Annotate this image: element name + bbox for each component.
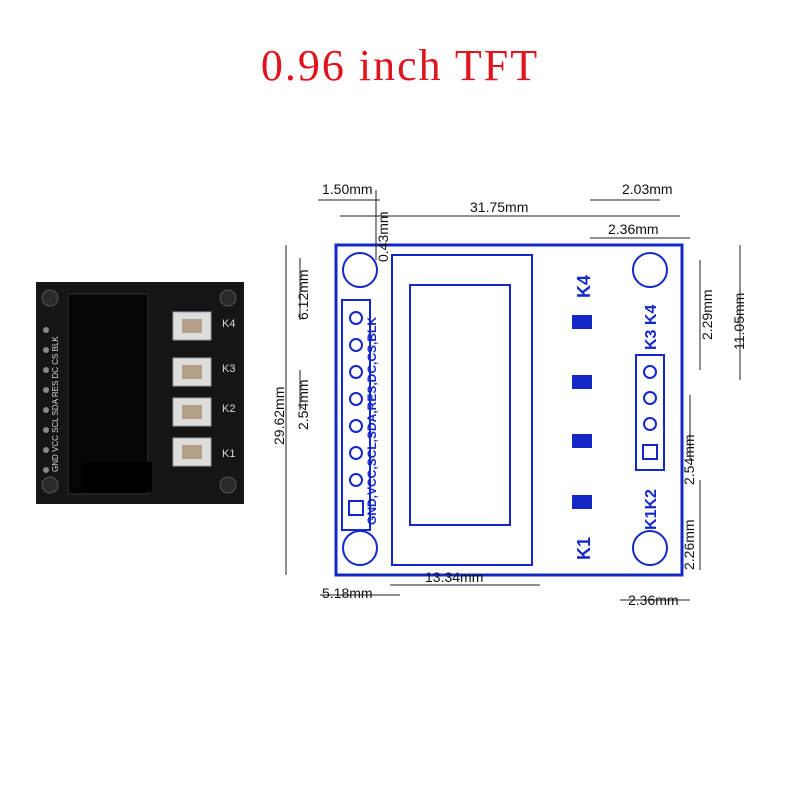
pcb-label-k1k2: K1K2 bbox=[643, 489, 660, 530]
dim-total-height: 29.62mm bbox=[271, 387, 287, 445]
page-title: 0.96 inch TFT bbox=[260, 41, 540, 90]
tft-screen bbox=[67, 293, 149, 495]
left-header bbox=[341, 299, 371, 531]
dim-edge-hole: 1.50mm bbox=[322, 181, 373, 197]
dim-right-pitch: 2.54mm bbox=[681, 434, 697, 485]
tactile-buttons bbox=[172, 311, 212, 467]
screen-outline bbox=[391, 254, 533, 566]
dim-right-edge: 2.36mm bbox=[608, 221, 659, 237]
photo-label-k4: K4 bbox=[222, 318, 235, 330]
pcb-label-k4: K4 bbox=[574, 275, 594, 298]
dim-hole-offset: 0.43mm bbox=[375, 211, 391, 262]
dimension-drawing: GND,VCC,SCL,SDA,RES,DC,CS,BLK K4 K3 K4 K… bbox=[271, 181, 747, 608]
dim-pitch-left: 2.54mm bbox=[295, 379, 311, 430]
photo-pin-labels: GND VCC SCL SDA RES DC CS BLK bbox=[51, 336, 60, 472]
pcb-label-k1: K1 bbox=[574, 537, 594, 560]
dim-bottom-left: 5.18mm bbox=[322, 585, 373, 601]
pcb-outline bbox=[334, 243, 684, 577]
dim-width-between: 31.75mm bbox=[470, 199, 528, 215]
dim-top-hole: 6.12mm bbox=[295, 269, 311, 320]
right-header bbox=[635, 354, 665, 471]
photo-label-k3: K3 bbox=[222, 363, 235, 375]
dim-right-height: 11.05mm bbox=[731, 293, 747, 350]
pcb-label-k3k4: K3 K4 bbox=[643, 305, 660, 350]
module-photo: K4 K3 K2 K1 GND VCC SCL SDA RES DC CS BL… bbox=[36, 282, 244, 504]
dim-bottom-right: 2.36mm bbox=[628, 592, 679, 608]
dim-right-hole: 2.03mm bbox=[622, 181, 673, 197]
header-pins bbox=[43, 327, 49, 473]
dim-right-pitch-top: 2.29mm bbox=[699, 289, 715, 340]
dim-bottom-hole-right: 2.26mm bbox=[681, 519, 697, 570]
dim-screen-width: 13.34mm bbox=[425, 569, 483, 585]
photo-label-k2: K2 bbox=[222, 403, 235, 415]
pcb-header-label: GND,VCC,SCL,SDA,RES,DC,CS,BLK bbox=[365, 317, 379, 525]
photo-label-k1: K1 bbox=[222, 448, 235, 460]
